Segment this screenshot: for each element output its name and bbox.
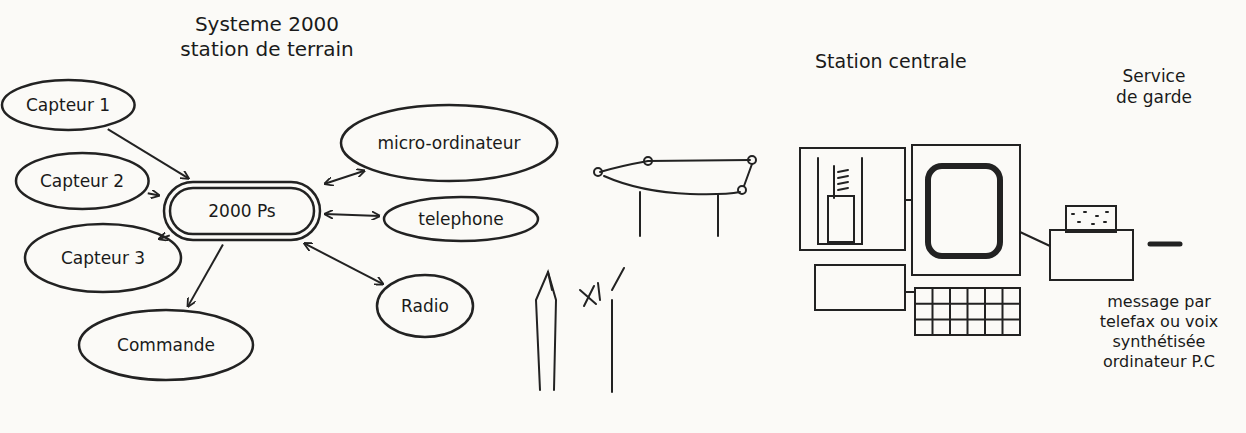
fax-machine [1050, 206, 1180, 280]
title: Systeme 2000 station de terrain [172, 12, 362, 62]
node-label: telephone [418, 209, 504, 229]
sensor-ellipse: Capteur 3 [23, 222, 183, 294]
connector-arrow [148, 193, 159, 195]
node-label: Capteur 3 [61, 248, 145, 268]
node-label: micro-ordinateur [377, 133, 520, 153]
controller-box: 2000 Ps [162, 180, 322, 242]
antenna-sketch [536, 268, 624, 392]
sensor-ellipse: Capteur 1 [0, 78, 136, 132]
telephone-ellipse: telephone [382, 195, 540, 243]
power-line-sketch [594, 156, 756, 236]
keyboard-keys [915, 288, 1020, 335]
node-label: Radio [401, 296, 449, 316]
connector-arrow [325, 171, 365, 184]
command-ellipse: Commande [77, 308, 255, 382]
radio-ellipse: Radio [375, 273, 475, 339]
connector-arrow [304, 243, 383, 284]
connector-arrow [325, 214, 380, 216]
connector-arrow [188, 245, 223, 307]
node-label: 2000 Ps [208, 201, 275, 221]
message-note: message par telefax ou voix synthétisée … [1078, 292, 1240, 372]
sensor-ellipse: Capteur 2 [14, 151, 151, 211]
computer-ellipse: micro-ordinateur [339, 103, 559, 183]
node-label: Capteur 1 [26, 95, 110, 115]
node-label: Capteur 2 [40, 171, 124, 191]
node-label: Commande [117, 335, 215, 355]
station-label: Station centrale [815, 50, 1015, 74]
service-label: Service de garde [1112, 66, 1196, 109]
central-computer [800, 145, 1050, 335]
